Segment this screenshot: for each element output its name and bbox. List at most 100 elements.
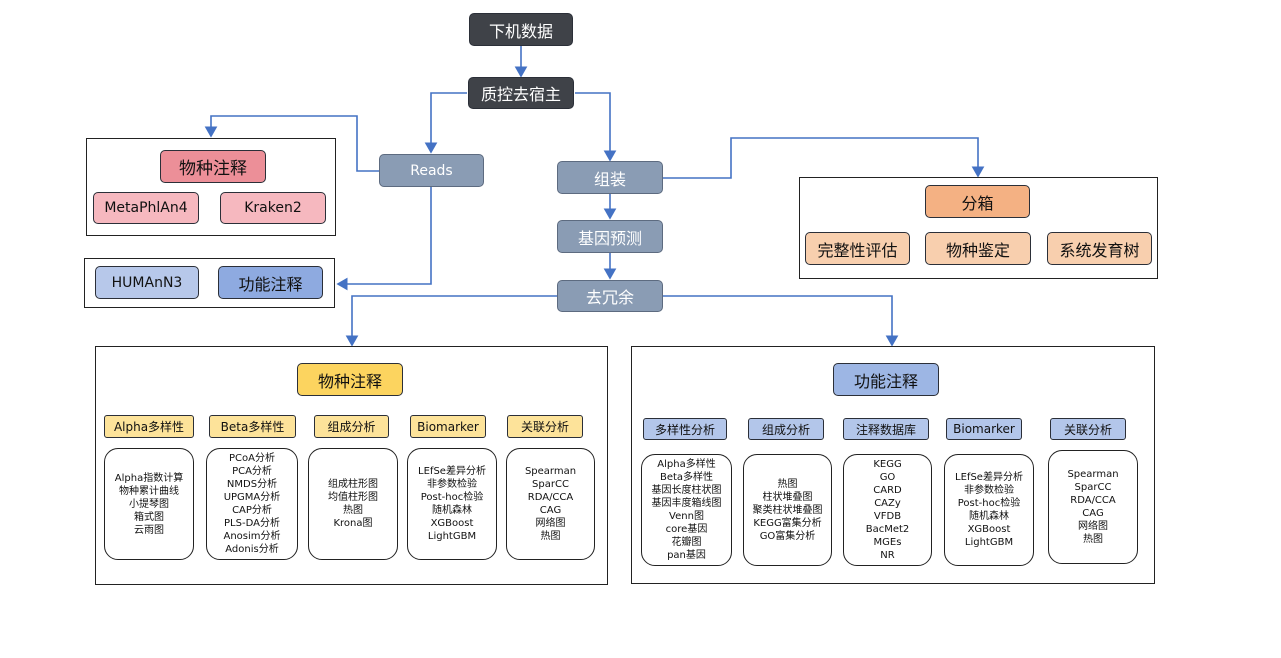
function-panel-title: 功能注释	[833, 363, 939, 396]
function-correlation-header: 关联分析	[1050, 418, 1126, 440]
diversity-analysis-list: Alpha多样性 Beta多样性 基因长度柱状图 基因丰度箱线图 Venn图 c…	[641, 454, 732, 566]
list-item: PLS-DA分析	[224, 518, 280, 529]
qc-host-removal-node: 质控去宿主	[468, 77, 574, 109]
list-item: Post-hoc检验	[420, 492, 484, 503]
reads-node: Reads	[379, 154, 484, 187]
reads-taxonomy-title: 物种注释	[160, 150, 266, 183]
list-item: 网络图	[1078, 521, 1108, 532]
list-item: Venn图	[669, 511, 704, 522]
list-item: Adonis分析	[225, 544, 279, 555]
list-item: SparCC	[1074, 482, 1112, 493]
species-biomarker-list: LEfSe差异分析 非参数检验 Post-hoc检验 随机森林 XGBoost …	[407, 448, 497, 560]
list-item: core基因	[665, 524, 708, 535]
completeness-eval: 完整性评估	[805, 232, 910, 265]
binning-title: 分箱	[925, 185, 1030, 218]
beta-diversity-header: Beta多样性	[209, 415, 296, 438]
list-item: 基因丰度箱线图	[651, 498, 722, 509]
list-item: LEfSe差异分析	[955, 472, 1023, 483]
list-item: KEGG富集分析	[753, 517, 822, 529]
humann3-tool: HUMAnN3	[95, 266, 199, 299]
list-item: LightGBM	[964, 537, 1014, 548]
species-identification: 物种鉴定	[925, 232, 1031, 265]
list-item: Anosim分析	[223, 531, 281, 542]
list-item: Alpha指数计算	[114, 472, 184, 484]
list-item: 柱状堆叠图	[762, 491, 813, 503]
list-item: 均值柱形图	[328, 492, 378, 503]
list-item: 箱式图	[134, 511, 164, 523]
phylogenetic-tree: 系统发育树	[1047, 232, 1152, 265]
list-item: LEfSe差异分析	[418, 466, 486, 477]
list-item: UPGMA分析	[223, 492, 281, 503]
list-item: Krona图	[333, 518, 373, 529]
gene-prediction-node: 基因预测	[557, 220, 663, 253]
list-item: Alpha多样性	[657, 459, 716, 470]
list-item: 网络图	[535, 518, 566, 529]
list-item: CARD	[873, 485, 902, 496]
list-item: 随机森林	[432, 505, 472, 516]
list-item: 花瓣图	[671, 537, 702, 548]
composition-list: 组成柱形图 均值柱形图 热图 Krona图	[308, 448, 398, 560]
list-item: NR	[880, 550, 895, 561]
list-item: Spearman	[524, 466, 577, 477]
offline-data-node: 下机数据	[469, 13, 573, 46]
beta-diversity-list: PCoA分析 PCA分析 NMDS分析 UPGMA分析 CAP分析 PLS-DA…	[206, 448, 298, 560]
list-item: Spearman	[1067, 469, 1119, 480]
list-item: Post-hoc检验	[957, 498, 1021, 509]
list-item: 热图	[777, 478, 798, 490]
list-item: VFDB	[873, 511, 902, 522]
function-biomarker-header: Biomarker	[946, 418, 1022, 440]
list-item: 热图	[1083, 534, 1103, 545]
assembly-node: 组装	[557, 161, 663, 194]
list-item: 热图	[540, 531, 561, 542]
list-item: CAP分析	[232, 505, 272, 516]
annotation-database-header: 注释数据库	[843, 418, 929, 440]
list-item: MGEs	[873, 537, 902, 548]
list-item: Beta多样性	[659, 472, 714, 483]
list-item: CAZy	[874, 498, 901, 509]
list-item: GO	[879, 472, 896, 483]
function-composition-header: 组成分析	[748, 418, 824, 440]
list-item: RDA/CCA	[527, 492, 574, 503]
list-item: XGBoost	[430, 518, 474, 529]
list-item: 聚类柱状堆叠图	[752, 504, 823, 516]
list-item: 非参数检验	[427, 479, 477, 490]
annotation-database-list: KEGG GO CARD CAZy VFDB BacMet2 MGEs NR	[843, 454, 932, 566]
biomarker-header: Biomarker	[410, 415, 486, 438]
composition-header: 组成分析	[314, 415, 389, 438]
dereplication-node: 去冗余	[557, 280, 663, 312]
list-item: PCoA分析	[229, 453, 275, 464]
list-item: NMDS分析	[226, 479, 278, 490]
list-item: 热图	[343, 505, 363, 516]
reads-function-title: 功能注释	[218, 266, 323, 299]
diversity-analysis-header: 多样性分析	[643, 418, 727, 440]
list-item: 非参数检验	[964, 485, 1014, 496]
list-item: LightGBM	[427, 531, 477, 542]
list-item: PCA分析	[232, 466, 272, 477]
list-item: 组成柱形图	[328, 479, 378, 490]
alpha-diversity-list: Alpha指数计算 物种累计曲线 小提琴图 箱式图 云雨图	[104, 448, 194, 560]
list-item: 基因长度柱状图	[651, 485, 722, 496]
species-panel-title: 物种注释	[297, 363, 403, 396]
species-correlation-list: Spearman SparCC RDA/CCA CAG 网络图 热图	[506, 448, 595, 560]
function-composition-list: 热图 柱状堆叠图 聚类柱状堆叠图 KEGG富集分析 GO富集分析	[743, 454, 832, 566]
list-item: RDA/CCA	[1070, 495, 1116, 506]
list-item: GO富集分析	[759, 530, 816, 542]
list-item: 物种累计曲线	[119, 485, 179, 497]
kraken2-tool: Kraken2	[220, 192, 326, 224]
correlation-header: 关联分析	[507, 415, 583, 438]
list-item: BacMet2	[865, 524, 910, 535]
list-item: CAG	[1082, 508, 1104, 519]
list-item: CAG	[539, 505, 562, 516]
list-item: pan基因	[667, 550, 706, 561]
list-item: 云雨图	[134, 524, 164, 536]
metaphlan4-tool: MetaPhlAn4	[93, 192, 199, 224]
list-item: SparCC	[532, 479, 569, 490]
list-item: 随机森林	[969, 511, 1009, 522]
function-biomarker-list: LEfSe差异分析 非参数检验 Post-hoc检验 随机森林 XGBoost …	[944, 454, 1034, 566]
alpha-diversity-header: Alpha多样性	[104, 415, 194, 438]
list-item: KEGG	[873, 459, 902, 470]
list-item: 小提琴图	[129, 498, 169, 510]
list-item: XGBoost	[967, 524, 1011, 535]
function-correlation-list: Spearman SparCC RDA/CCA CAG 网络图 热图	[1048, 450, 1138, 564]
